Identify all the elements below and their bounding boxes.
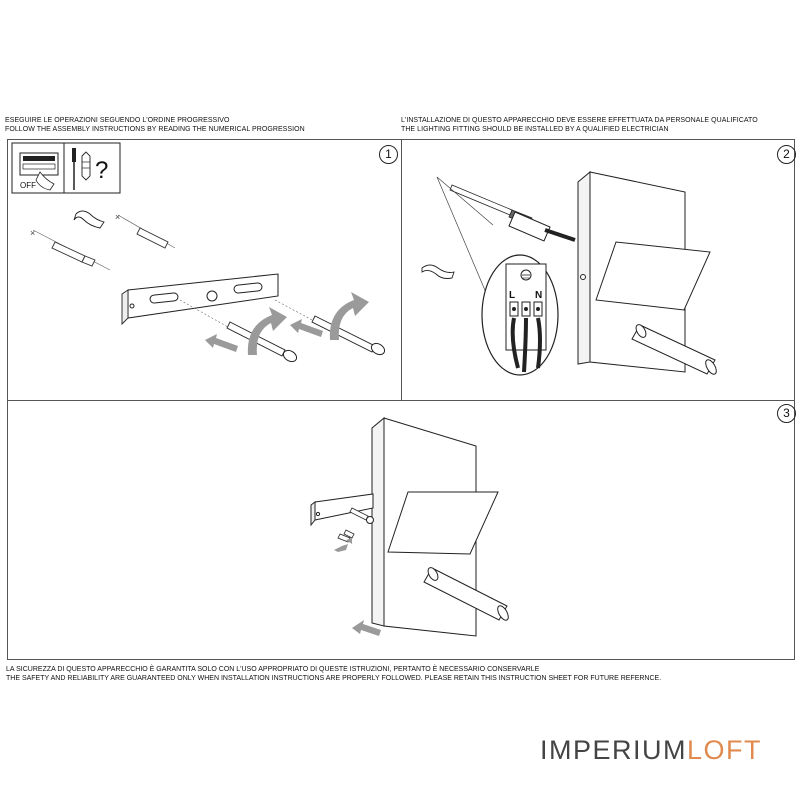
tools-box: OFF ?: [11, 142, 121, 194]
footer: LA SICUREZZA DI QUESTO APPARECCHIO È GAR…: [6, 665, 661, 683]
header-right: L'INSTALLAZIONE DI QUESTO APPARECCHIO DE…: [401, 116, 758, 134]
header-left: ESEGUIRE LE OPERAZIONI SEGUENDO L'ORDINE…: [5, 116, 305, 134]
step-number-2: 2: [777, 145, 796, 164]
question-mark: ?: [95, 157, 108, 184]
straight-arrow-icon: [205, 334, 238, 352]
straight-arrow-icon: [352, 620, 381, 636]
header-right-line1: L'INSTALLAZIONE DI QUESTO APPARECCHIO DE…: [401, 117, 758, 124]
brand-logo: IMPERIUMLOFT: [540, 735, 762, 766]
curved-arrow-icon: [247, 307, 287, 355]
footer-line2: THE SAFETY AND RELIABILITY ARE GUARANTEE…: [6, 675, 662, 682]
off-label: OFF: [20, 181, 36, 190]
wiring-detail-zoom: L N: [481, 254, 559, 376]
cable-icon: [421, 264, 455, 279]
reading-light-arm: [423, 567, 509, 621]
screw-icon: [349, 507, 374, 524]
footer-line1: LA SICUREZZA DI QUESTO APPARECCHIO È GAR…: [6, 666, 540, 673]
brand-part2: LOFT: [687, 735, 763, 765]
screwdriver-icon: [72, 148, 76, 190]
wall-plug-icon: ×: [115, 212, 176, 249]
screw-icon: [311, 315, 386, 356]
power-switch-icon: [19, 152, 59, 191]
wall-plug-icon: ×: [30, 228, 111, 271]
reading-light-arm: [631, 324, 717, 375]
straight-arrow-icon: [290, 319, 323, 337]
header-right-line2: THE LIGHTING FITTING SHOULD BE INSTALLED…: [401, 126, 669, 133]
wall-fixture: [577, 170, 717, 375]
header-left-line1: ESEGUIRE LE OPERAZIONI SEGUENDO L'ORDINE…: [5, 117, 230, 124]
curved-arrow-icon: [334, 538, 352, 552]
wall-plug-icon: [81, 151, 91, 181]
wall-fixture: [371, 416, 509, 637]
header-left-line2: FOLLOW THE ASSEMBLY INSTRUCTIONS BY READ…: [5, 126, 305, 133]
cable-icon: [73, 210, 105, 229]
panel-divider-vertical: [401, 139, 402, 400]
terminal-block: [508, 211, 576, 242]
panel-divider-horizontal: [7, 400, 795, 401]
mounting-bracket: [310, 493, 374, 527]
step-number-3: 3: [777, 404, 796, 423]
curved-arrow-icon: [329, 292, 369, 340]
svg-text:×: ×: [115, 212, 120, 222]
terminal-neutral-label: N: [535, 290, 542, 301]
ground-symbol-icon: [520, 269, 532, 281]
svg-text:×: ×: [30, 228, 35, 238]
step-number-1: 1: [379, 145, 398, 164]
brand-part1: IMPERIUM: [540, 735, 687, 765]
terminal-live-label: L: [509, 290, 515, 301]
mounting-bracket: [121, 273, 279, 326]
